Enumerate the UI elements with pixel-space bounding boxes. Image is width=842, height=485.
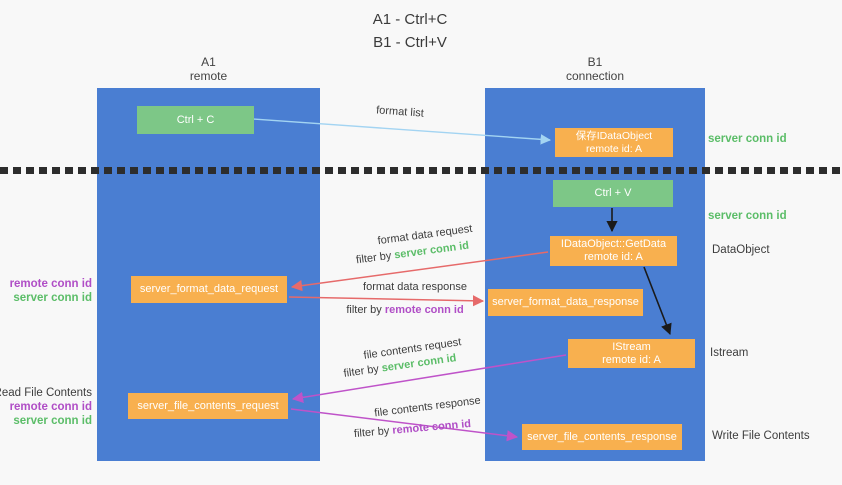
ctrl-v-label: Ctrl + V (594, 187, 632, 199)
lifeline-b1-role: connection (565, 69, 625, 83)
format-data-response-label: format data response (363, 281, 467, 293)
ctrl-v-box: Ctrl + V (553, 180, 673, 207)
diagram-title: A1 - Ctrl+C B1 - Ctrl+V (290, 8, 530, 54)
istream-side-label: Istream (710, 347, 749, 359)
lifeline-a1-name: A1 (201, 55, 216, 69)
file-contents-response-filter-label: filter by remote conn id (335, 416, 490, 441)
istream-box: IStream remote id: A (568, 339, 695, 368)
remote-conn-id-left: remote conn id (9, 278, 92, 290)
ctrl-c-box: Ctrl + C (137, 106, 254, 134)
format-data-response-filter-label: filter by remote conn id (335, 304, 475, 316)
read-file-contents-label: Read File Contents (0, 387, 92, 399)
getdata-line1: IDataObject::GetData (560, 238, 667, 250)
lifeline-b1-name: B1 (587, 55, 603, 69)
left-conn-id-block: remote conn id server conn id (10, 277, 92, 305)
title-line-1: A1 - Ctrl+C (372, 11, 448, 28)
title-line-2: B1 - Ctrl+V (373, 34, 447, 51)
server-format-data-response-label: server_format_data_response (492, 296, 639, 308)
server-format-data-response-box: server_format_data_response (488, 289, 643, 316)
istream-line1: IStream (612, 340, 651, 353)
server-conn-id-right-top: server conn id (708, 133, 787, 145)
server-conn-id-right-mid: server conn id (708, 210, 787, 222)
server-conn-id-left2: server conn id (13, 415, 92, 427)
lifeline-header-a1: A1 remote (97, 55, 320, 83)
remote-conn-id-text: remote conn id (391, 417, 472, 437)
dataobject-label: DataObject (712, 244, 770, 256)
remote-conn-id-left2: remote conn id (9, 401, 92, 413)
server-format-data-request-box: server_format_data_request (131, 276, 287, 303)
read-file-contents-block: Read File Contents remote conn id server… (0, 386, 92, 428)
filter-by-text: filter by (355, 249, 396, 267)
server-file-contents-response-box: server_file_contents_response (522, 424, 682, 450)
getdata-line2: remote id: A (584, 251, 643, 263)
server-file-contents-request-box: server_file_contents_request (128, 393, 288, 419)
getdata-box: IDataObject::GetData remote id: A (550, 236, 677, 266)
server-file-contents-request-label: server_file_contents_request (137, 399, 279, 412)
format-list-label: format list (375, 104, 425, 120)
save-dataobject-box: 保存IDataObject remote id: A (555, 128, 673, 157)
server-file-contents-response-label: server_file_contents_response (527, 430, 677, 443)
server-format-data-request-label: server_format_data_request (139, 283, 279, 295)
ctrl-c-label: Ctrl + C (176, 113, 215, 126)
save-dataobject-line1: 保存IDataObject (575, 129, 653, 142)
dotted-separator-line (0, 167, 842, 174)
server-conn-id-left: server conn id (13, 292, 92, 304)
lifeline-header-b1: B1 connection (485, 55, 705, 83)
filter-by-text: filter by (346, 304, 385, 316)
filter-by-text: filter by (353, 424, 393, 441)
istream-line2: remote id: A (602, 353, 661, 366)
lifeline-a1-role: remote (189, 69, 228, 83)
save-dataobject-line2: remote id: A (585, 142, 643, 155)
remote-conn-id-text: remote conn id (384, 304, 464, 316)
filter-by-text: filter by (342, 362, 383, 380)
write-file-contents-label: Write File Contents (712, 430, 810, 442)
